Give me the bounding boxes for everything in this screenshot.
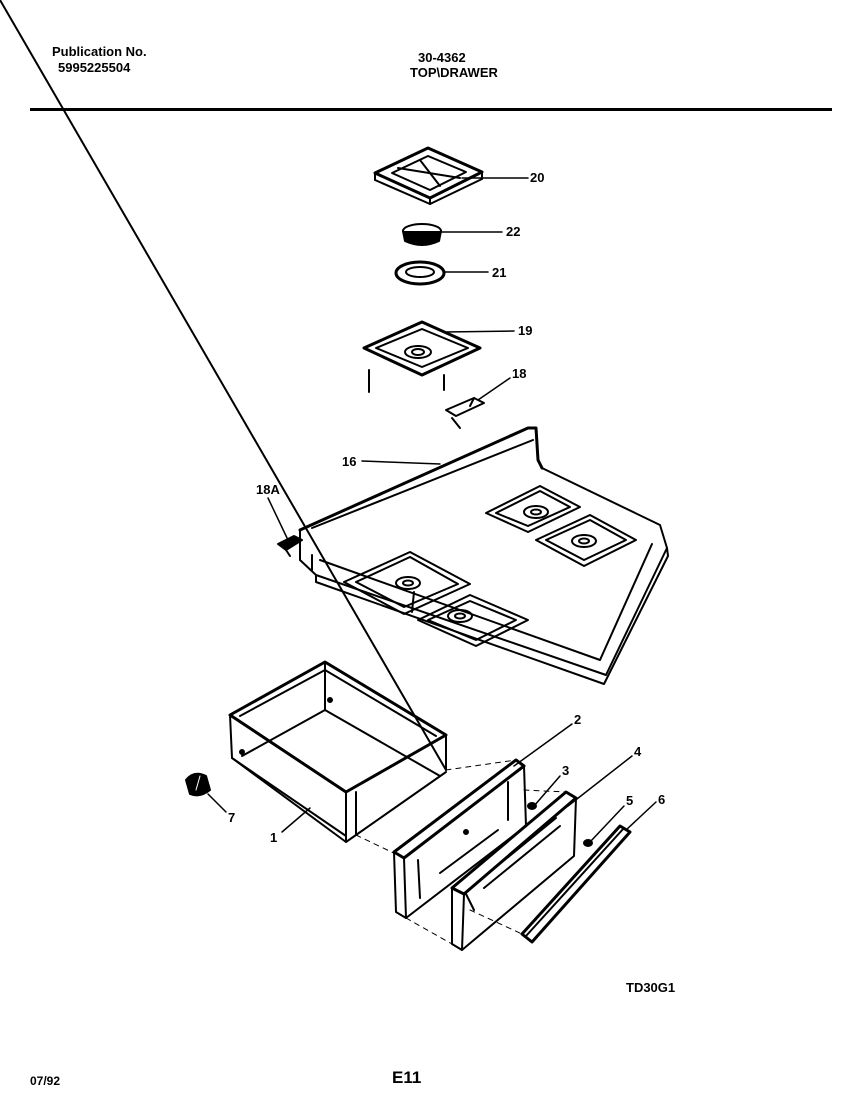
part-1-drawer — [0, 0, 448, 843]
publication-label: Publication No. — [52, 44, 147, 59]
callout-16: 16 — [342, 454, 356, 469]
part-20-burner-grate — [373, 146, 484, 205]
publication-date: 07/92 — [30, 1074, 61, 1088]
callout-21: 21 — [492, 265, 506, 280]
callout-18a: 18A — [256, 482, 280, 497]
assembly-lines — [355, 759, 567, 945]
header-rule — [30, 108, 832, 111]
part-7-knob — [185, 772, 211, 797]
part-4-drawer-outer-front — [450, 790, 578, 951]
callout-19: 19 — [518, 323, 532, 338]
callout-1: 1 — [270, 830, 277, 845]
callout-22: 22 — [506, 224, 520, 239]
part-18-bracket — [445, 397, 485, 429]
callout-20: 20 — [530, 170, 544, 185]
document-code: 30-4362 — [418, 50, 466, 65]
callout-2: 2 — [574, 712, 581, 727]
callout-7: 7 — [228, 810, 235, 825]
callout-4: 4 — [634, 744, 642, 759]
page-number: E11 — [392, 1068, 422, 1087]
part-16-cooktop — [298, 426, 669, 685]
figure-id: TD30G1 — [626, 980, 676, 995]
callout-6: 6 — [658, 792, 665, 807]
callout-5: 5 — [626, 793, 633, 808]
callout-3: 3 — [562, 763, 569, 778]
part-6-handle — [520, 824, 632, 944]
part-22-burner-cap — [402, 223, 442, 246]
publication-number: 5995225504 — [58, 60, 131, 75]
part-3-screw — [527, 802, 537, 810]
part-2-drawer-inner-panel — [392, 758, 527, 919]
leader-lines — [207, 177, 657, 843]
callout-18: 18 — [512, 366, 526, 381]
part-21-burner-ring — [394, 260, 446, 286]
part-18a-clip — [277, 535, 303, 557]
part-19-burner-bowl — [362, 320, 482, 393]
document-title: TOP\DRAWER — [410, 65, 498, 80]
